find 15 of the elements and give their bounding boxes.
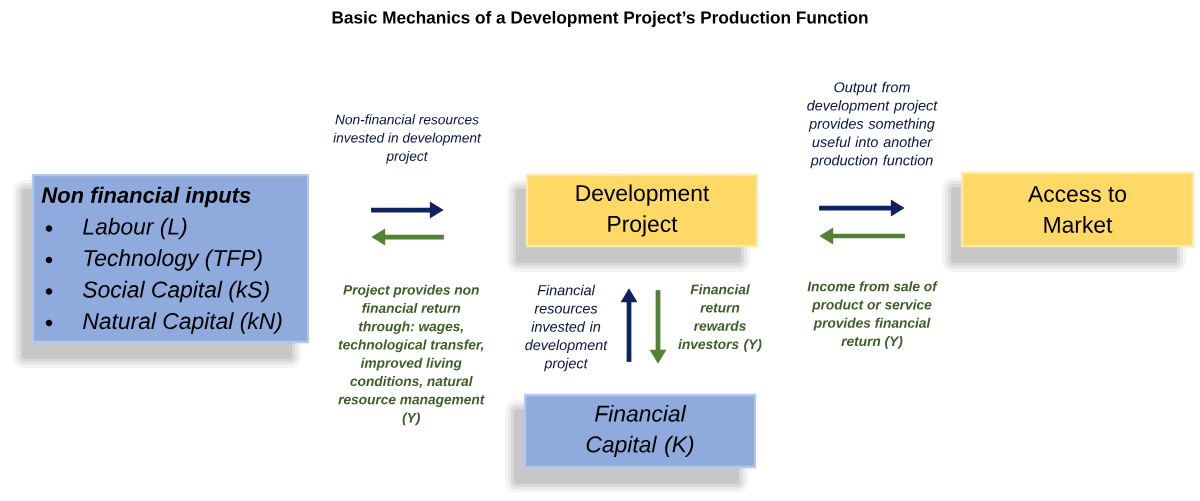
list-item: Natural Capital (kN)	[83, 312, 282, 334]
list-heading: Non financial inputs	[41, 186, 251, 208]
edge-label: Project provides non financial return through: wages, technological transfer, improved living conditions, natural resource management (Y)	[338, 284, 485, 426]
edge-label: Non-financial resources invested in development project	[333, 114, 482, 164]
project-box: Development Project	[525, 173, 759, 248]
list-item: Technology (TFP)	[84, 249, 262, 271]
market-box: Access to Market	[960, 171, 1195, 248]
title: Basic Mechanics of a Development Project’s Production Function	[332, 10, 868, 28]
edge-label: Financial return rewards investors (Y)	[678, 284, 762, 352]
edge-label: Income from sale of product or service provides financial return (Y)	[807, 281, 938, 349]
edge-label: Financial resources invested in development project	[525, 284, 608, 372]
list-item: Labour (L)	[83, 217, 187, 240]
edge-label: Output from development project provides something useful into another production function	[807, 81, 938, 169]
capital-box: Financial Capital (K)	[523, 393, 757, 469]
list-item: Social Capital (kS)	[83, 280, 269, 303]
